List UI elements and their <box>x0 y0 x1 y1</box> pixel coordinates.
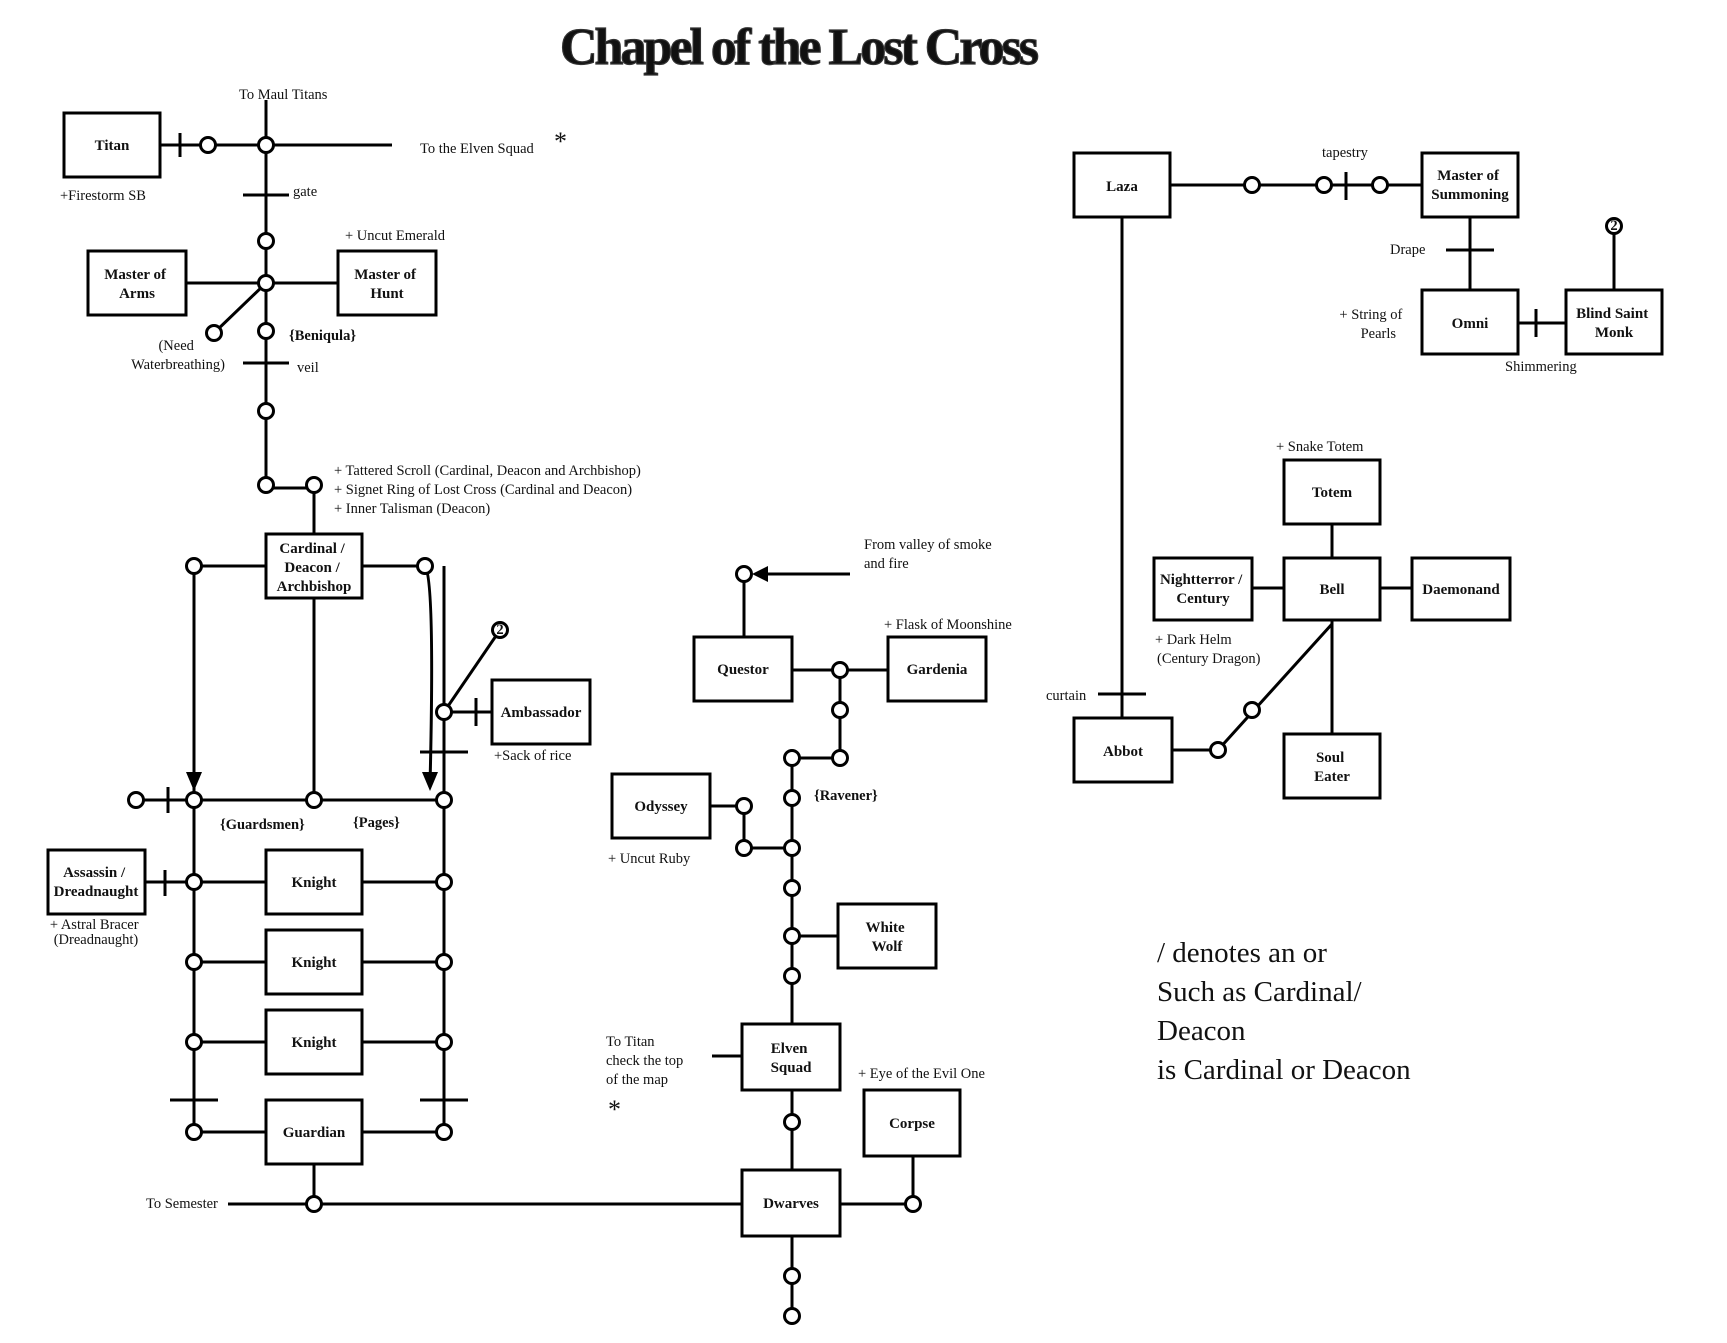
label-assassin: Assassin / Dreadnaught <box>54 865 139 900</box>
note-gate: gate <box>293 184 317 200</box>
label-titan: Titan <box>95 138 130 154</box>
note-eye-of-evil-one: + Eye of the Evil One <box>858 1066 985 1082</box>
room-boxes <box>46 111 1664 1238</box>
label-knight-3: Knight <box>291 1035 336 1051</box>
label-corpse: Corpse <box>889 1116 935 1132</box>
portal-marker-ambassador: 2 <box>491 621 509 639</box>
note-snake-totem: + Snake Totem <box>1276 439 1364 455</box>
room-abbot <box>1072 716 1174 784</box>
room-soul-eater <box>1282 732 1382 800</box>
note-pages: {Pages} <box>353 815 400 831</box>
label-white-wolf: White Wolf <box>866 920 909 955</box>
room-assassin <box>46 848 147 916</box>
note-to-elven-squad: To the Elven Squad <box>420 141 535 157</box>
note-need-waterbreathing: (Need Waterbreathing) <box>131 338 225 373</box>
label-odyssey: Odyssey <box>634 799 688 815</box>
label-laza: Laza <box>1106 179 1138 195</box>
label-questor: Questor <box>717 662 769 678</box>
note-to-semester: To Semester <box>146 1196 218 1212</box>
room-labels: Titan Master of Arms Master of Hunt Card… <box>54 138 1652 1212</box>
note-flask-of-moonshine: + Flask of Moonshine <box>884 617 1012 633</box>
label-ambassador: Ambassador <box>501 705 582 721</box>
label-master-of-summoning: Master of Summoning <box>1431 168 1509 203</box>
label-gardenia: Gardenia <box>907 662 968 678</box>
legend-line-1: / denotes an or <box>1157 937 1327 969</box>
note-to-titan: To Titan check the top of the map <box>606 1034 687 1088</box>
note-astral-bracer: + Astral Bracer (Dreadnaught) <box>50 917 142 948</box>
junction-nodes <box>127 136 1389 1325</box>
note-to-maul-titans: To Maul Titans <box>239 87 328 103</box>
note-veil: veil <box>297 360 319 376</box>
note-dark-helm: + Dark Helm (Century Dragon) <box>1155 632 1261 667</box>
room-corpse <box>862 1088 962 1158</box>
label-cardinal: Cardinal / Deacon / Archbishop <box>277 541 352 595</box>
room-daemonand <box>1410 556 1512 622</box>
label-bell: Bell <box>1320 582 1345 598</box>
room-master-of-arms <box>86 249 188 317</box>
label-nightterror: Nightterror / Century <box>1160 572 1246 607</box>
room-ambassador <box>490 678 592 746</box>
note-beniqula: {Beniqula} <box>289 328 356 344</box>
legend-line-2: Such as Cardinal/ <box>1157 976 1363 1008</box>
map-title: Chapel of the Lost Cross <box>560 19 1038 76</box>
room-totem <box>1282 458 1382 526</box>
room-blind-saint-monk <box>1564 288 1664 356</box>
label-blind-saint-monk: Blind Saint Monk <box>1576 306 1652 341</box>
label-master-of-arms: Master of Arms <box>104 267 170 302</box>
label-abbot: Abbot <box>1103 744 1143 760</box>
annotations: To Maul Titans To the Elven Squad * +Fir… <box>50 87 1577 1212</box>
note-sack-of-rice: +Sack of rice <box>494 748 571 764</box>
label-knight-1: Knight <box>291 875 336 891</box>
asterisk-mark-2: * <box>608 1095 621 1124</box>
note-from-valley: From valley of smoke and fire <box>864 537 995 572</box>
legend-line-4: is Cardinal or Deacon <box>1157 1054 1411 1086</box>
legend: / denotes an or Such as Cardinal/ Deacon… <box>1157 937 1411 1086</box>
label-daemonand: Daemonand <box>1422 582 1500 598</box>
note-uncut-emerald: + Uncut Emerald <box>345 228 446 244</box>
portal-marker-blind-saint-monk: 2 <box>1605 217 1623 235</box>
room-master-of-hunt <box>336 249 438 317</box>
room-laza <box>1072 151 1172 219</box>
room-elven-squad <box>740 1022 842 1092</box>
room-white-wolf <box>836 902 938 970</box>
note-shimmering: Shimmering <box>1505 359 1577 375</box>
label-totem: Totem <box>1312 485 1353 501</box>
note-ravener: {Ravener} <box>814 788 878 804</box>
room-nightterror <box>1152 556 1254 622</box>
asterisk-mark: * <box>554 127 567 156</box>
room-bell <box>1282 556 1382 622</box>
room-guardian <box>264 1098 364 1166</box>
note-uncut-ruby: + Uncut Ruby <box>608 851 691 867</box>
note-cardinal-items: + Tattered Scroll (Cardinal, Deacon and … <box>334 463 645 517</box>
label-guardian: Guardian <box>283 1125 346 1141</box>
note-drape: Drape <box>1390 242 1425 258</box>
label-soul-eater: Soul Eater <box>1314 750 1350 785</box>
note-string-of-pearls: + String of Pearls <box>1339 307 1406 342</box>
room-knight-1 <box>264 848 364 916</box>
room-titan <box>62 111 162 179</box>
note-tapestry: tapestry <box>1322 145 1369 161</box>
room-odyssey <box>610 772 712 840</box>
room-master-of-summoning <box>1420 151 1520 219</box>
room-knight-3 <box>264 1008 364 1076</box>
note-firestorm-sb: +Firestorm SB <box>60 188 146 204</box>
room-gardenia <box>886 635 988 703</box>
note-curtain: curtain <box>1046 688 1087 704</box>
label-omni: Omni <box>1452 316 1489 332</box>
label-knight-2: Knight <box>291 955 336 971</box>
svg-text:2: 2 <box>496 622 503 638</box>
room-knight-2 <box>264 928 364 996</box>
label-master-of-hunt: Master of Hunt <box>354 267 420 302</box>
room-omni <box>1420 288 1520 356</box>
svg-text:2: 2 <box>1610 218 1617 234</box>
label-dwarves: Dwarves <box>763 1196 819 1212</box>
note-guardsmen: {Guardsmen} <box>220 817 305 833</box>
room-cardinal <box>264 532 364 600</box>
label-elven-squad: Elven Squad <box>771 1041 813 1076</box>
room-dwarves <box>740 1168 842 1238</box>
legend-line-3: Deacon <box>1157 1015 1246 1047</box>
room-questor <box>692 635 794 703</box>
